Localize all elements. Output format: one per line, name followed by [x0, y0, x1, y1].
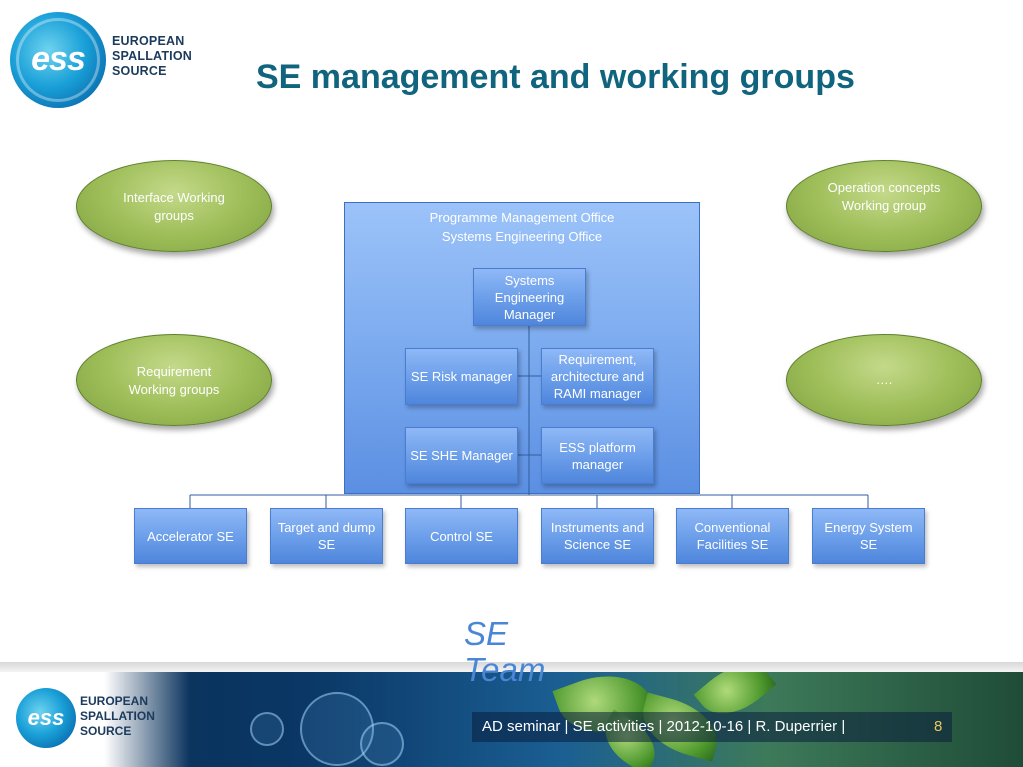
office-title-line-1: Programme Management Office — [429, 210, 615, 225]
systems-engineering-manager-label: Systems Engineering Manager — [494, 272, 565, 322]
footer-logo-line-1: EUROPEAN — [80, 694, 149, 708]
team-box-target-dump: Target and dump SE — [270, 508, 383, 564]
team-box-energy-system: Energy System SE — [812, 508, 925, 564]
office-title: Programme Management Office Systems Engi… — [344, 208, 700, 246]
ess-logo-circle-icon: ess — [10, 12, 106, 108]
operation-concepts-label: Operation concepts Working group — [827, 180, 941, 213]
requirement-architecture-rami-manager-box: Requirement, architecture and RAMI manag… — [541, 348, 654, 405]
systems-engineering-manager-box: Systems Engineering Manager — [473, 268, 586, 326]
team-label: Accelerator SE — [147, 528, 234, 544]
more-groups-label: …. — [875, 372, 893, 387]
team-box-control: Control SE — [405, 508, 518, 564]
ess-platform-manager-box: ESS platform manager — [541, 427, 654, 484]
footer-text: AD seminar | SE activities | 2012-10-16 … — [482, 718, 846, 735]
footer-ess-logo-mark: ess — [27, 705, 65, 730]
requirement-architecture-rami-manager-label: Requirement, architecture and RAMI manag… — [550, 352, 645, 401]
footer-ess-logo-icon — [16, 688, 76, 748]
page-number: 8 — [934, 718, 943, 735]
logo-line-2: SPALLATION — [112, 49, 193, 63]
footer-logo-line-2: SPALLATION — [80, 709, 155, 723]
team-box-accelerator: Accelerator SE — [134, 508, 247, 564]
requirement-working-groups-label: Requirement Working groups — [128, 364, 220, 397]
operation-concepts-ellipse: Operation concepts Working group — [786, 160, 982, 252]
footer-logo-text: EUROPEAN SPALLATION SOURCE — [80, 694, 155, 739]
logo-line-1: EUROPEAN — [112, 34, 185, 48]
footer-top-divider — [0, 662, 1023, 672]
se-she-manager-label: SE SHE Manager — [410, 448, 513, 463]
ess-logo-mark: ess — [31, 40, 86, 78]
ess-logo-text: EUROPEAN SPALLATION SOURCE — [112, 34, 192, 79]
ess-platform-manager-label: ESS platform manager — [559, 439, 636, 472]
logo-line-3: SOURCE — [112, 64, 167, 78]
interface-working-groups-label: Interface Working groups — [123, 190, 225, 223]
more-groups-ellipse: …. — [786, 334, 982, 426]
team-label: Conventional Facilities SE — [694, 520, 771, 552]
interface-working-groups-ellipse: Interface Working groups — [76, 160, 272, 252]
footer-logo-line-3: SOURCE — [80, 724, 132, 738]
office-title-line-2: Systems Engineering Office — [441, 229, 603, 244]
se-risk-manager-box: SE Risk manager — [405, 348, 518, 405]
team-label: Control SE — [430, 528, 493, 544]
se-risk-manager-label: SE Risk manager — [410, 369, 513, 384]
team-box-instruments-science: Instruments and Science SE — [541, 508, 654, 564]
se-team-label: SE Team — [464, 615, 546, 688]
team-label: Energy System SE — [824, 520, 913, 552]
team-label: Target and dump SE — [277, 520, 376, 552]
team-box-conventional-facilities: Conventional Facilities SE — [676, 508, 789, 564]
requirement-working-groups-ellipse: Requirement Working groups — [76, 334, 272, 426]
se-she-manager-box: SE SHE Manager — [405, 427, 518, 484]
slide-title: SE management and working groups — [256, 58, 855, 96]
footer-text-band — [472, 712, 952, 742]
team-label: Instruments and Science SE — [550, 520, 645, 552]
